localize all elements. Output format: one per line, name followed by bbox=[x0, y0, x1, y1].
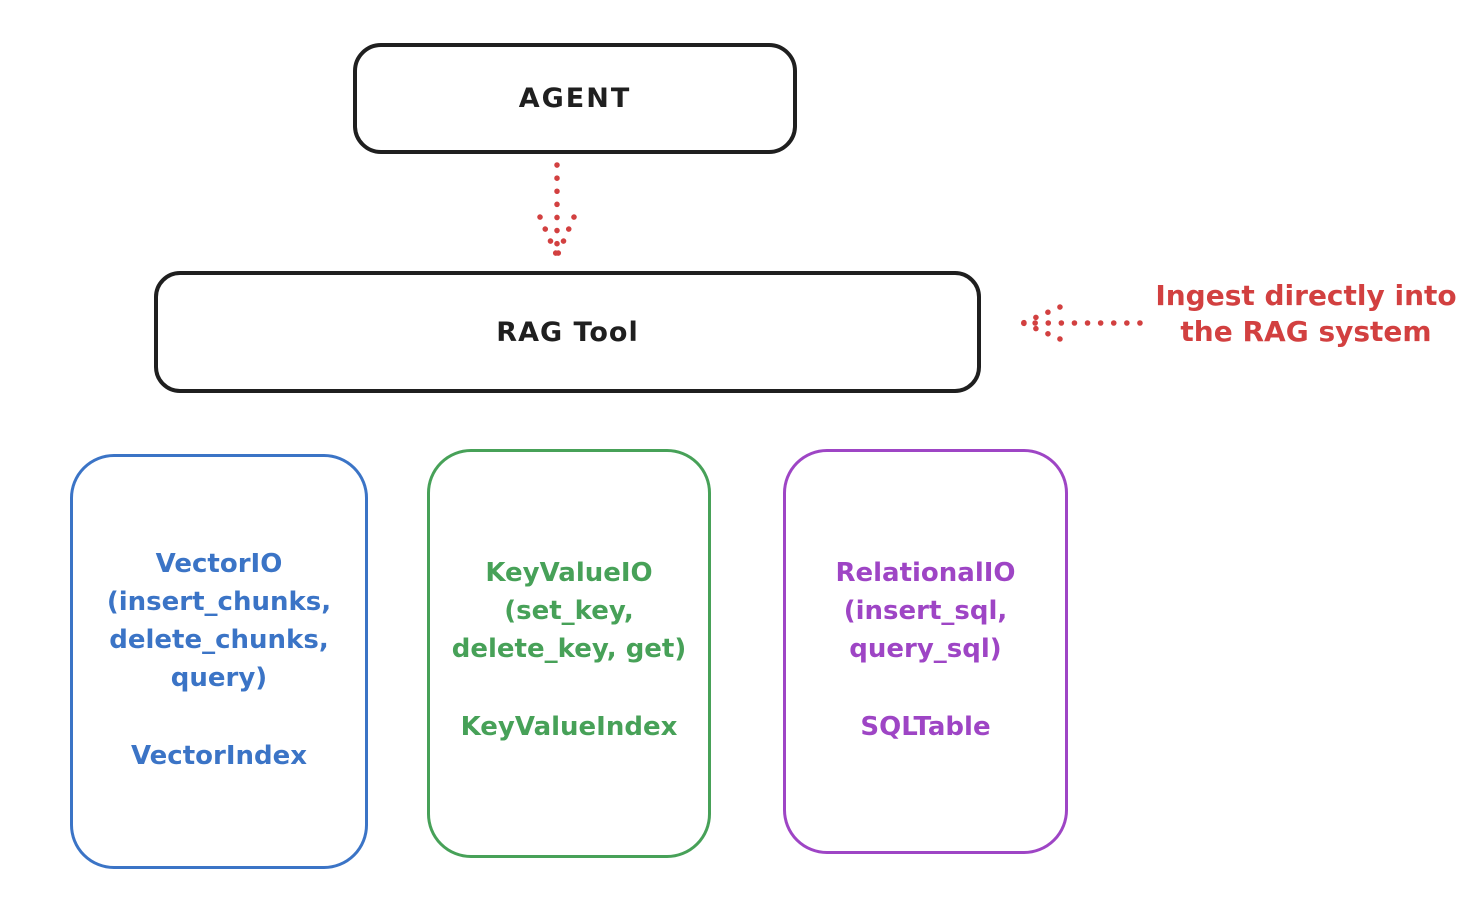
ingest-dotted-arrow-icon bbox=[1020, 304, 1143, 342]
relational-io-line: RelationalIO bbox=[835, 558, 1016, 588]
ingest-annotation-line1: Ingest directly into bbox=[1155, 279, 1457, 312]
vector-io-line: delete_chunks, bbox=[109, 625, 329, 655]
relational-io-line: query_sql) bbox=[849, 634, 1002, 664]
relational-io-line: (insert_sql, bbox=[843, 596, 1008, 626]
agent-to-rag-dotted-arrow-icon bbox=[537, 162, 577, 259]
agent-label: AGENT bbox=[518, 83, 632, 114]
vector-io-line: VectorIO bbox=[155, 549, 283, 579]
keyvalue-index-label: KeyValueIndex bbox=[460, 712, 678, 742]
sql-table-label: SQLTable bbox=[860, 712, 991, 742]
rag-tool-node: RAG Tool bbox=[154, 271, 981, 393]
ingest-annotation-line2: the RAG system bbox=[1180, 315, 1432, 348]
relational-io-node: RelationalIO (insert_sql, query_sql) SQL… bbox=[783, 449, 1068, 854]
vector-index-label: VectorIndex bbox=[130, 741, 308, 771]
rag-tool-label: RAG Tool bbox=[496, 316, 639, 348]
agent-node: AGENT bbox=[353, 43, 797, 154]
keyvalue-io-line: KeyValueIO bbox=[485, 558, 653, 588]
ingest-annotation: Ingest directly into the RAG system bbox=[1138, 278, 1474, 350]
keyvalue-io-line: delete_key, get) bbox=[451, 634, 687, 664]
keyvalue-io-line: (set_key, bbox=[504, 596, 634, 626]
keyvalue-io-node: KeyValueIO (set_key, delete_key, get) Ke… bbox=[427, 449, 711, 858]
vector-io-node: VectorIO (insert_chunks, delete_chunks, … bbox=[70, 454, 368, 869]
vector-io-line: query) bbox=[170, 663, 268, 693]
vector-io-line: (insert_chunks, bbox=[106, 587, 332, 617]
